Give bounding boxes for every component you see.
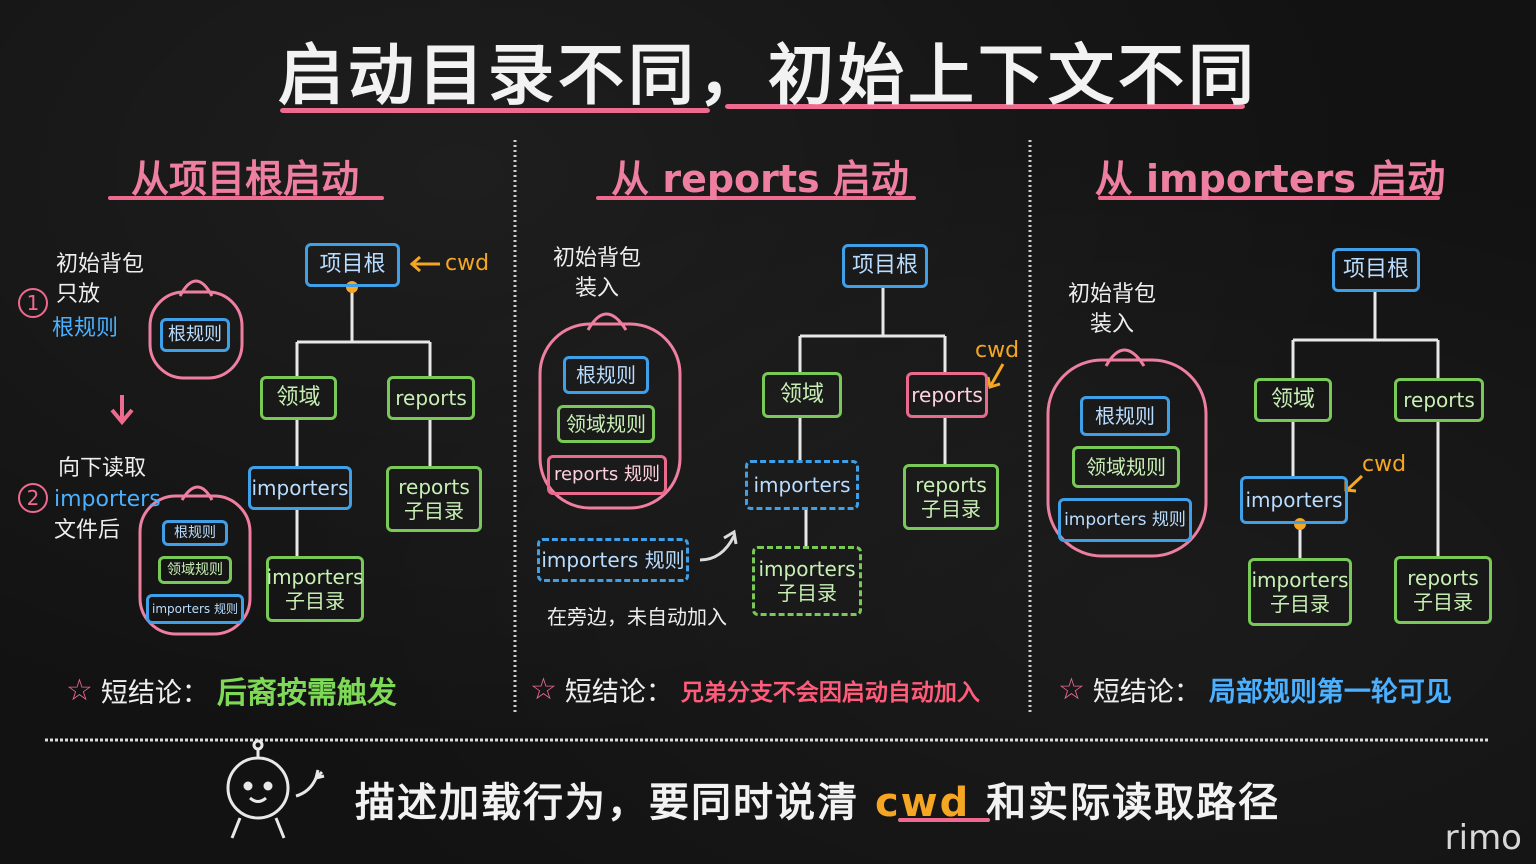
cwd-label: cwd: [975, 338, 1020, 363]
backpack-item-root-rules: 根规则: [1080, 396, 1170, 436]
tree-connectors-col1: [295, 287, 432, 556]
column-heading: 从 importers 启动: [1094, 157, 1446, 201]
step2-text: 向下读取: [58, 456, 147, 481]
backpack-item-root-rules: 根规则: [162, 520, 228, 546]
tree-connectors-col2: [798, 288, 947, 546]
tree-node-importers-sub: importers 子目录: [266, 556, 364, 622]
tree-node-importers-sub: importers 子目录: [1248, 558, 1352, 626]
tree-node-importers: importers: [1240, 476, 1348, 524]
tree-node-root: 项目根: [842, 244, 928, 288]
column-heading: 从 reports 启动: [611, 157, 909, 201]
backpack-item-importers-rules: importers 规则: [1058, 498, 1192, 542]
side-note: 在旁边，未自动加入: [547, 605, 727, 629]
page-title: 启动目录不同，初始上下文不同: [278, 37, 1258, 114]
watermark: rimo: [1444, 818, 1522, 858]
cwd-label: cwd: [445, 251, 490, 276]
backpack-item-domain-rules: 领域规则: [158, 556, 232, 584]
tree-node-reports-sub: reports 子目录: [1394, 556, 1492, 624]
backpack-item-root-rules: 根规则: [563, 356, 649, 394]
step1-text: 初始背包 只放: [56, 252, 145, 307]
conclusion-row: ☆ 短结论： 局部规则第一轮可见: [1058, 670, 1452, 709]
tree-node-domain: 领域: [762, 372, 842, 418]
cwd-arrow: [986, 376, 1001, 389]
conclusion-label: 短结论：: [100, 677, 209, 709]
conclusion-text: 后裔按需触发: [216, 676, 397, 711]
summary-after: 和实际读取路径: [986, 780, 1281, 826]
conclusion-text: 局部规则第一轮可见: [1208, 677, 1452, 708]
step1-highlight: 根规则: [52, 316, 119, 341]
cwd-label: cwd: [1362, 452, 1407, 477]
conclusion-label: 短结论：: [564, 677, 673, 708]
conclusion-text: 兄弟分支不会因启动自动加入: [680, 679, 980, 706]
tree-node-reports: reports: [387, 376, 475, 420]
summary-before: 描述加载行为，要同时说清: [355, 780, 859, 826]
backpack-item-importers-rules: importers 规则: [146, 594, 244, 624]
backpack-icon: [148, 279, 244, 380]
step2-highlight: importers: [54, 487, 161, 512]
backpack-icon: [538, 312, 682, 510]
step2-badge: 2: [18, 482, 48, 513]
tree-node-importers: importers: [745, 460, 859, 510]
tree-node-domain: 领域: [1254, 378, 1332, 422]
side-item-importers-rules: importers 规则: [537, 538, 689, 582]
tree-node-reports: reports: [1394, 378, 1484, 422]
tree-node-domain: 领域: [260, 376, 337, 420]
summary-highlight: cwd: [874, 780, 971, 826]
tree-node-reports-sub: reports 子目录: [903, 464, 999, 530]
backpack-item-reports-rules: reports 规则: [547, 455, 667, 495]
tree-node-importers: importers: [248, 466, 352, 510]
conclusion-label: 短结论：: [1092, 677, 1201, 708]
conclusion-row: ☆ 短结论： 后裔按需触发: [66, 668, 397, 712]
backpack-label: 初始背包 装入: [1068, 282, 1157, 337]
step-number: 2: [18, 453, 48, 513]
tree-connectors-col3: [1291, 292, 1440, 558]
tree-node-root: 项目根: [1332, 248, 1420, 292]
tree-node-importers-sub: importers 子目录: [752, 546, 862, 616]
bottom-summary: 描述加载行为，要同时说清 cwd 和实际读取路径: [355, 770, 1280, 828]
robot-icon: [226, 739, 325, 839]
step2-text2: 文件后: [54, 518, 121, 543]
star-icon: ☆: [1058, 672, 1085, 707]
conclusion-row: ☆ 短结论： 兄弟分支不会因启动自动加入: [530, 670, 980, 709]
step-number: 1: [18, 250, 48, 320]
backpack-icon: [138, 485, 252, 636]
step1-badge: 1: [18, 288, 48, 319]
column-heading: 从项目根启动: [130, 157, 359, 201]
down-arrow-icon: [110, 408, 134, 426]
side-arrow: [699, 535, 736, 562]
star-icon: ☆: [66, 672, 93, 708]
star-icon: ☆: [530, 672, 557, 707]
backpack-label: 初始背包 装入: [553, 246, 642, 301]
tree-node-reports-sub: reports 子目录: [386, 466, 482, 532]
tree-node-reports: reports: [906, 372, 988, 418]
backpack-item-root-rules: 根规则: [160, 318, 230, 352]
backpack-item-domain-rules: 领域规则: [1072, 446, 1180, 488]
backpack-icon: [1046, 348, 1208, 558]
tree-node-root: 项目根: [305, 243, 400, 287]
backpack-item-domain-rules: 领域规则: [557, 405, 655, 443]
